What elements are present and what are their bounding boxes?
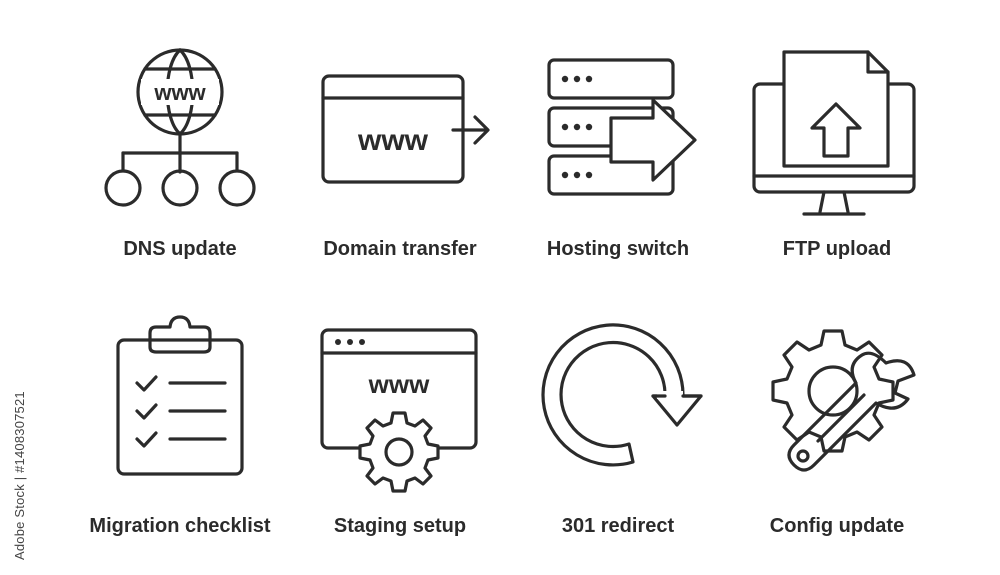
www-glyph: www [368,369,430,399]
icon-tile-domain-transfer: www Domain transfer [275,0,525,260]
gear-wrench-icon [771,329,916,472]
icon-label: FTP upload [782,238,892,260]
icon-tile-staging-setup: www Staging setup [275,285,525,545]
icon-tile-dns-update: www DNS update [55,0,305,260]
icon-label: Config update [769,515,905,537]
browser-gear-icon: www [320,328,478,493]
icon-label: Migration checklist [89,515,271,537]
monitor-upload-icon [752,50,916,216]
icon-label: DNS update [123,238,237,260]
stock-credit-watermark: Adobe Stock | #1408307521 [12,391,27,560]
circular-arrow-icon [541,323,703,467]
server-arrow-icon [547,58,697,196]
browser-arrow-icon: www [321,74,490,184]
clipboard-checklist-icon [116,315,244,476]
icon-label: Staging setup [333,515,467,537]
icon-label: Hosting switch [546,238,690,260]
www-glyph: www [153,80,206,105]
www-glyph: www [357,124,429,157]
globe-network-icon: www [104,48,256,207]
icon-tile-hosting-switch: Hosting switch [493,0,743,260]
icon-tile-config-update: Config update [712,285,962,545]
icon-tile-ftp-upload: FTP upload [712,0,962,260]
icon-label: Domain transfer [323,238,477,260]
icon-label: 301 redirect [561,515,675,537]
icon-tile-migration-checklist: Migration checklist [55,285,305,545]
icon-tile-301-redirect: 301 redirect [493,285,743,545]
